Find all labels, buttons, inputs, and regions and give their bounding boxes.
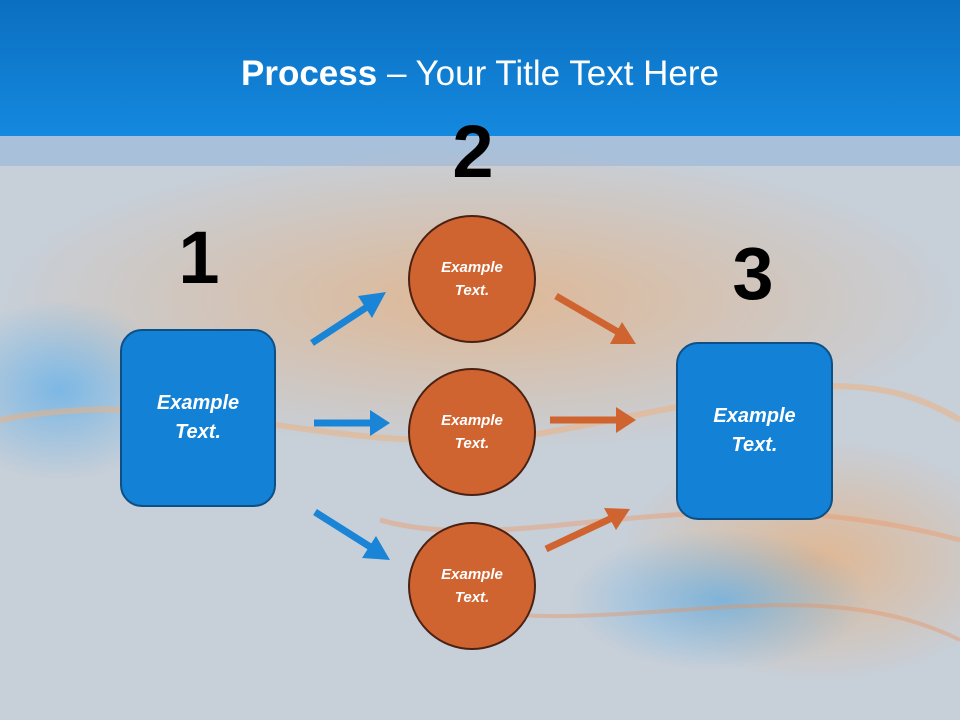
circle-bottom: Example Text. <box>408 522 536 650</box>
arrow-middle-to-right <box>550 407 636 433</box>
header-bar <box>0 0 960 136</box>
title-bold: Process <box>241 54 378 93</box>
step-number-3: 3 <box>732 232 774 315</box>
arrow-to-bottom-circle <box>313 509 390 560</box>
circle-bottom-text: Example Text. <box>441 566 503 606</box>
arrow-to-top-circle <box>310 292 386 346</box>
arrow-top-to-right <box>554 292 636 344</box>
circle-middle-text: Example Text. <box>441 412 503 452</box>
right-box-text: Example Text. <box>713 405 796 456</box>
left-box: Example Text. <box>120 329 276 507</box>
title-rest: – Your Title Text Here <box>377 54 719 93</box>
left-box-text: Example Text. <box>156 392 240 443</box>
slide-title: Process – Your Title Text Here <box>0 52 960 96</box>
circle-top: Example Text. <box>408 215 536 343</box>
step-number-2: 2 <box>452 110 494 193</box>
circle-middle: Example Text. <box>408 368 536 496</box>
arrow-bottom-to-right <box>544 508 630 553</box>
arrow-to-middle-circle <box>314 410 390 436</box>
circle-top-text: Example Text. <box>441 259 503 299</box>
right-box: Example Text. <box>676 342 833 520</box>
step-number-1: 1 <box>178 216 220 299</box>
